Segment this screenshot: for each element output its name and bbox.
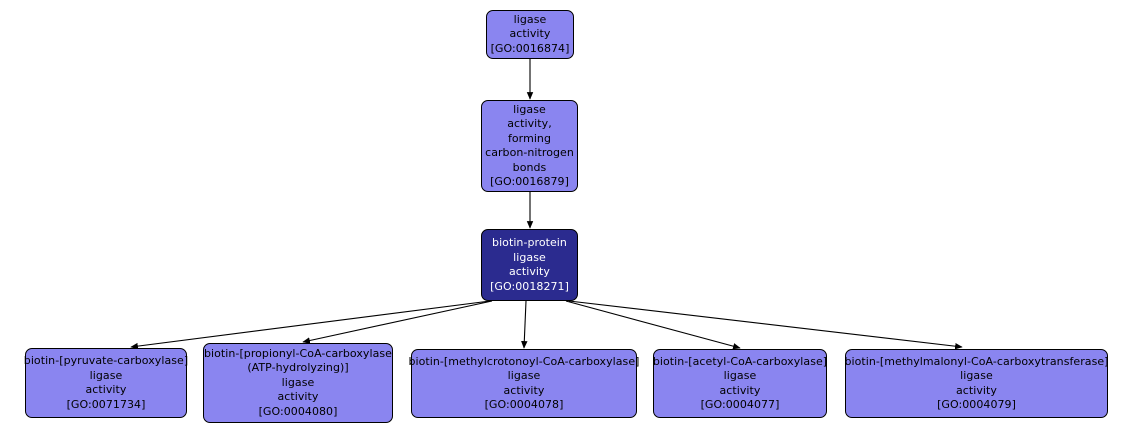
go-term-label-line: ligase bbox=[723, 369, 757, 382]
go-term-label-line: activity bbox=[509, 265, 550, 278]
go-term-label-line: activity bbox=[956, 383, 997, 397]
go-term-label-line: activity bbox=[277, 390, 319, 404]
go-term-label-line: ligase bbox=[507, 369, 541, 382]
go-accession-label: [GO:0004080] bbox=[258, 404, 338, 418]
graph-edge bbox=[565, 300, 741, 350]
go-term-label-line: biotin-[methylmalonyl-CoA-carboxytransfe… bbox=[844, 354, 1109, 368]
go-term-label-line: ligase bbox=[89, 368, 123, 382]
go-term-label-line: carbon-nitrogen bbox=[485, 146, 574, 159]
graph-edge bbox=[568, 300, 963, 350]
graph-edge bbox=[130, 300, 491, 350]
go-term-label-line: (ATP-hydrolyzing)] bbox=[247, 361, 349, 375]
go-term-label-line: forming bbox=[507, 131, 551, 145]
go-term-node-go-0004078[interactable]: biotin-[methylcrotonoyl-CoA-carboxylase]… bbox=[408, 349, 640, 418]
go-term-label-line: activity bbox=[503, 383, 545, 397]
go-accession-label: [GO:0071734] bbox=[66, 397, 146, 411]
go-term-label-line: activity bbox=[509, 27, 551, 41]
go-term-label-line: biotin-[propionyl-CoA-carboxylase bbox=[204, 346, 392, 360]
graph-edge bbox=[302, 300, 493, 344]
go-accession-label: [GO:0004078] bbox=[484, 398, 564, 411]
go-term-label-line: biotin-[acetyl-CoA-carboxylase] bbox=[652, 354, 828, 368]
go-accession-label: [GO:0016874] bbox=[490, 41, 570, 55]
go-accession-label: [GO:0004079] bbox=[937, 398, 1016, 411]
graph-edge bbox=[521, 300, 528, 349]
go-term-label-line: activity bbox=[85, 383, 127, 396]
go-term-label-line: biotin-[methylcrotonoyl-CoA-carboxylase] bbox=[408, 354, 640, 368]
go-term-label-line: biotin-protein bbox=[492, 236, 567, 249]
go-term-label-line: ligase bbox=[513, 102, 546, 116]
go-term-label-line: bonds bbox=[512, 160, 547, 174]
go-term-node-go-0004079[interactable]: biotin-[methylmalonyl-CoA-carboxytransfe… bbox=[844, 349, 1109, 418]
go-term-label-line: ligase bbox=[960, 369, 993, 382]
go-accession-label: [GO:0018271] bbox=[490, 279, 569, 293]
go-term-label-line: ligase bbox=[513, 250, 546, 264]
go-term-label-line: activity bbox=[719, 383, 761, 397]
go-term-label-line: activity, bbox=[507, 117, 552, 130]
go-accession-label: [GO:0016879] bbox=[490, 175, 569, 188]
go-term-label-line: ligase bbox=[513, 12, 547, 26]
go-term-node-go-0004080[interactable]: biotin-[propionyl-CoA-carboxylase(ATP-hy… bbox=[203, 343, 393, 423]
go-term-label-line: ligase bbox=[281, 375, 315, 389]
go-accession-label: [GO:0004077] bbox=[700, 398, 780, 411]
go-term-label-line: biotin-[pyruvate-carboxylase] bbox=[23, 354, 189, 367]
